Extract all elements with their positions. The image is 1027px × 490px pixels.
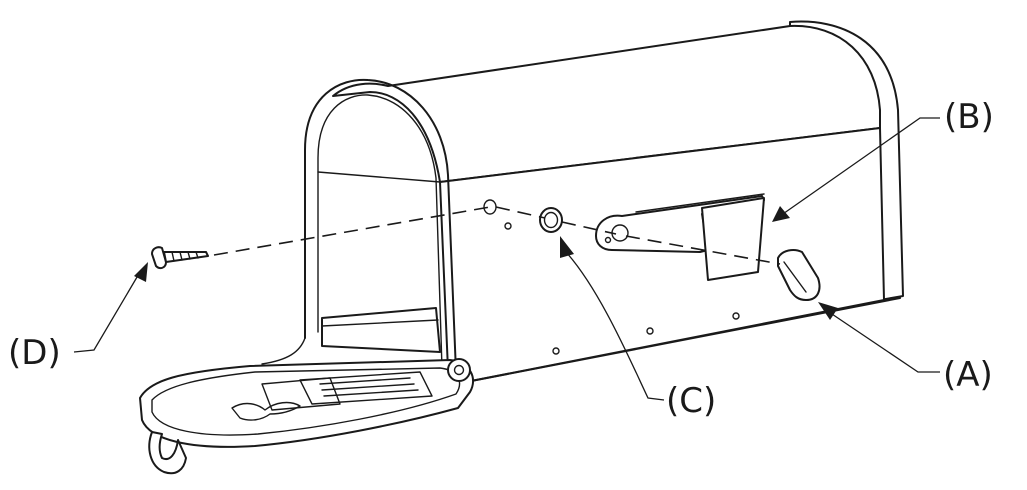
flag-small-hole <box>604 236 612 244</box>
leader-b <box>779 117 940 217</box>
door-rim <box>151 367 461 436</box>
flag-blade <box>701 197 765 281</box>
door-latch-spring <box>148 431 187 475</box>
arrowhead-b <box>772 206 790 222</box>
roof-ridge <box>439 127 881 183</box>
axis-grommet <box>495 206 546 219</box>
screw-shaft <box>163 251 209 263</box>
rivet <box>552 347 560 355</box>
rivet <box>732 312 740 320</box>
front-arch-outer <box>304 78 457 373</box>
door-hinge-pin <box>453 364 465 376</box>
door-hinge <box>447 358 471 382</box>
eagle-emblem <box>231 401 301 421</box>
mounting-grommet <box>539 207 563 233</box>
flag-knob-face <box>783 261 807 293</box>
interior-floor-edge <box>321 319 439 327</box>
arrowhead-d <box>134 262 148 282</box>
door-emboss-plate-2 <box>299 371 433 405</box>
side-seam <box>317 171 441 183</box>
front-arch-inner <box>317 94 443 369</box>
rivet <box>504 222 512 230</box>
flag-top-rail <box>635 193 765 213</box>
flag-knob-body <box>777 249 821 301</box>
door-latch-screw <box>151 246 209 270</box>
leader-c <box>565 251 665 401</box>
leader-d <box>73 271 141 353</box>
arrowhead-a <box>818 302 838 320</box>
mailbox-door <box>139 337 475 475</box>
rivet <box>646 327 654 335</box>
axis-screw <box>213 206 491 256</box>
screw-threads <box>171 251 199 262</box>
interior-floor <box>321 307 441 353</box>
callout-d-label: (D) <box>8 333 61 373</box>
callout-b-label: (B) <box>944 97 994 137</box>
roof-surface <box>332 24 881 183</box>
leader-lines <box>73 117 940 401</box>
arrowhead-c <box>560 236 574 258</box>
door-emboss-lines <box>319 377 419 397</box>
axis-flag <box>561 221 617 235</box>
assembly-axes <box>213 206 781 265</box>
flag-knob <box>777 249 821 301</box>
mailbox-body <box>304 20 904 383</box>
door-connector <box>261 337 306 365</box>
screw-head <box>151 246 167 270</box>
callout-a-label: (A) <box>943 355 993 395</box>
grommet-outer <box>539 207 563 233</box>
grommet-inner <box>543 211 559 229</box>
callout-c-label: (C) <box>666 381 717 421</box>
door-panel <box>139 359 475 448</box>
axis-knob <box>625 235 781 265</box>
leader-a <box>825 309 940 373</box>
